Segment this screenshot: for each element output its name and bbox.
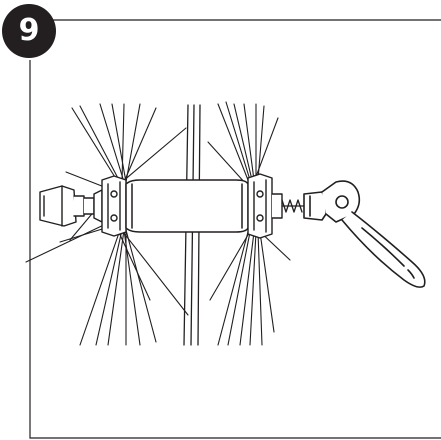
- quick-release-spring: [281, 199, 305, 213]
- right-flange: [247, 173, 283, 239]
- left-flange: [101, 175, 127, 237]
- step-number: 9: [18, 13, 40, 48]
- quick-release-lever: [303, 180, 426, 288]
- spokes-left: [25, 103, 189, 346]
- hub-body: [125, 179, 249, 233]
- spokes-right: [207, 101, 291, 346]
- left-axle-nut: [39, 185, 103, 227]
- step-number-badge: 9: [2, 4, 56, 58]
